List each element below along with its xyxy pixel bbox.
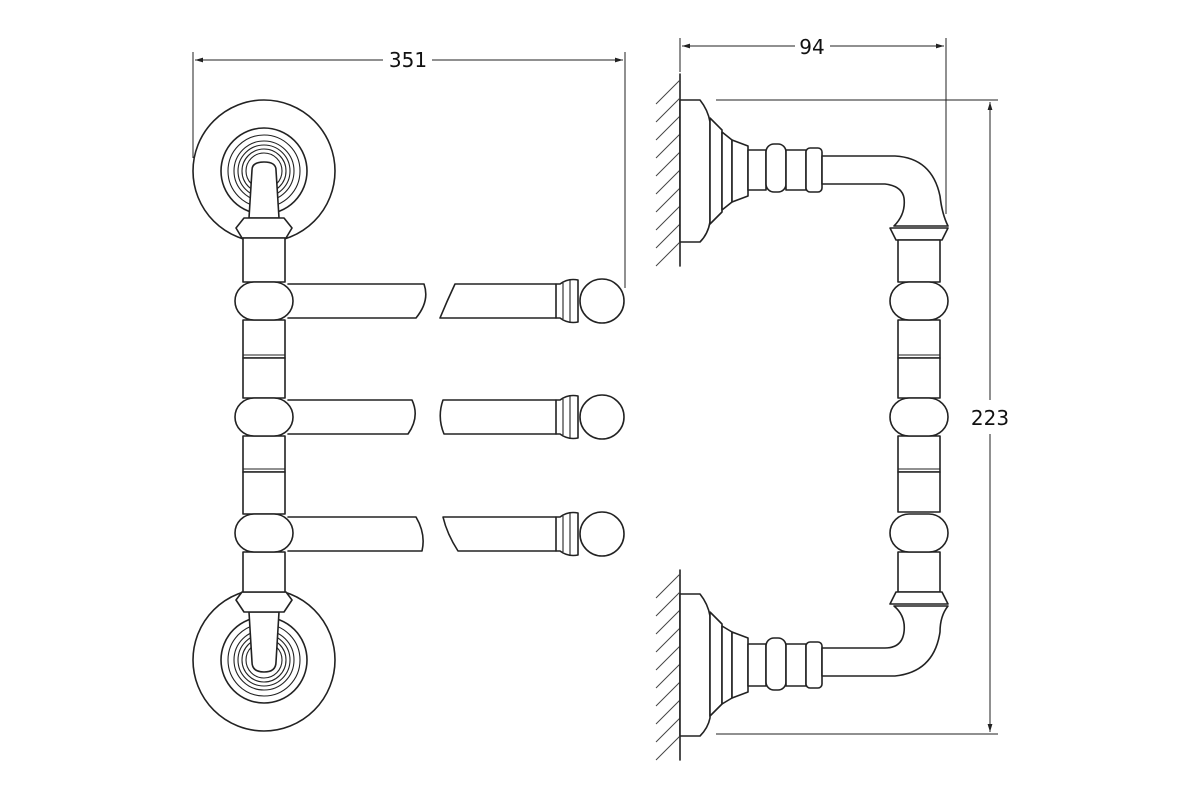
side-column [889, 227, 949, 605]
width-dimension-label: 351 [389, 48, 427, 72]
top-wall-rosette [192, 99, 336, 243]
towel-arm-2 [287, 394, 625, 440]
bottom-side-bracket [679, 593, 949, 737]
bottom-wall-hatch [655, 569, 681, 761]
swivel-column [234, 237, 294, 593]
height-dimension-label: 223 [971, 406, 1009, 430]
depth-dimension: 94 [679, 35, 947, 214]
depth-dimension-label: 94 [799, 35, 824, 59]
towel-arm-3 [287, 511, 625, 557]
towel-arm-1 [287, 278, 625, 324]
height-dimension: 223 [716, 99, 1009, 735]
side-view [655, 73, 949, 761]
top-side-bracket [679, 99, 949, 243]
bottom-wall-rosette [192, 588, 336, 732]
top-wall-hatch [655, 73, 681, 267]
width-dimension: 351 [192, 48, 626, 288]
front-view [192, 99, 625, 732]
